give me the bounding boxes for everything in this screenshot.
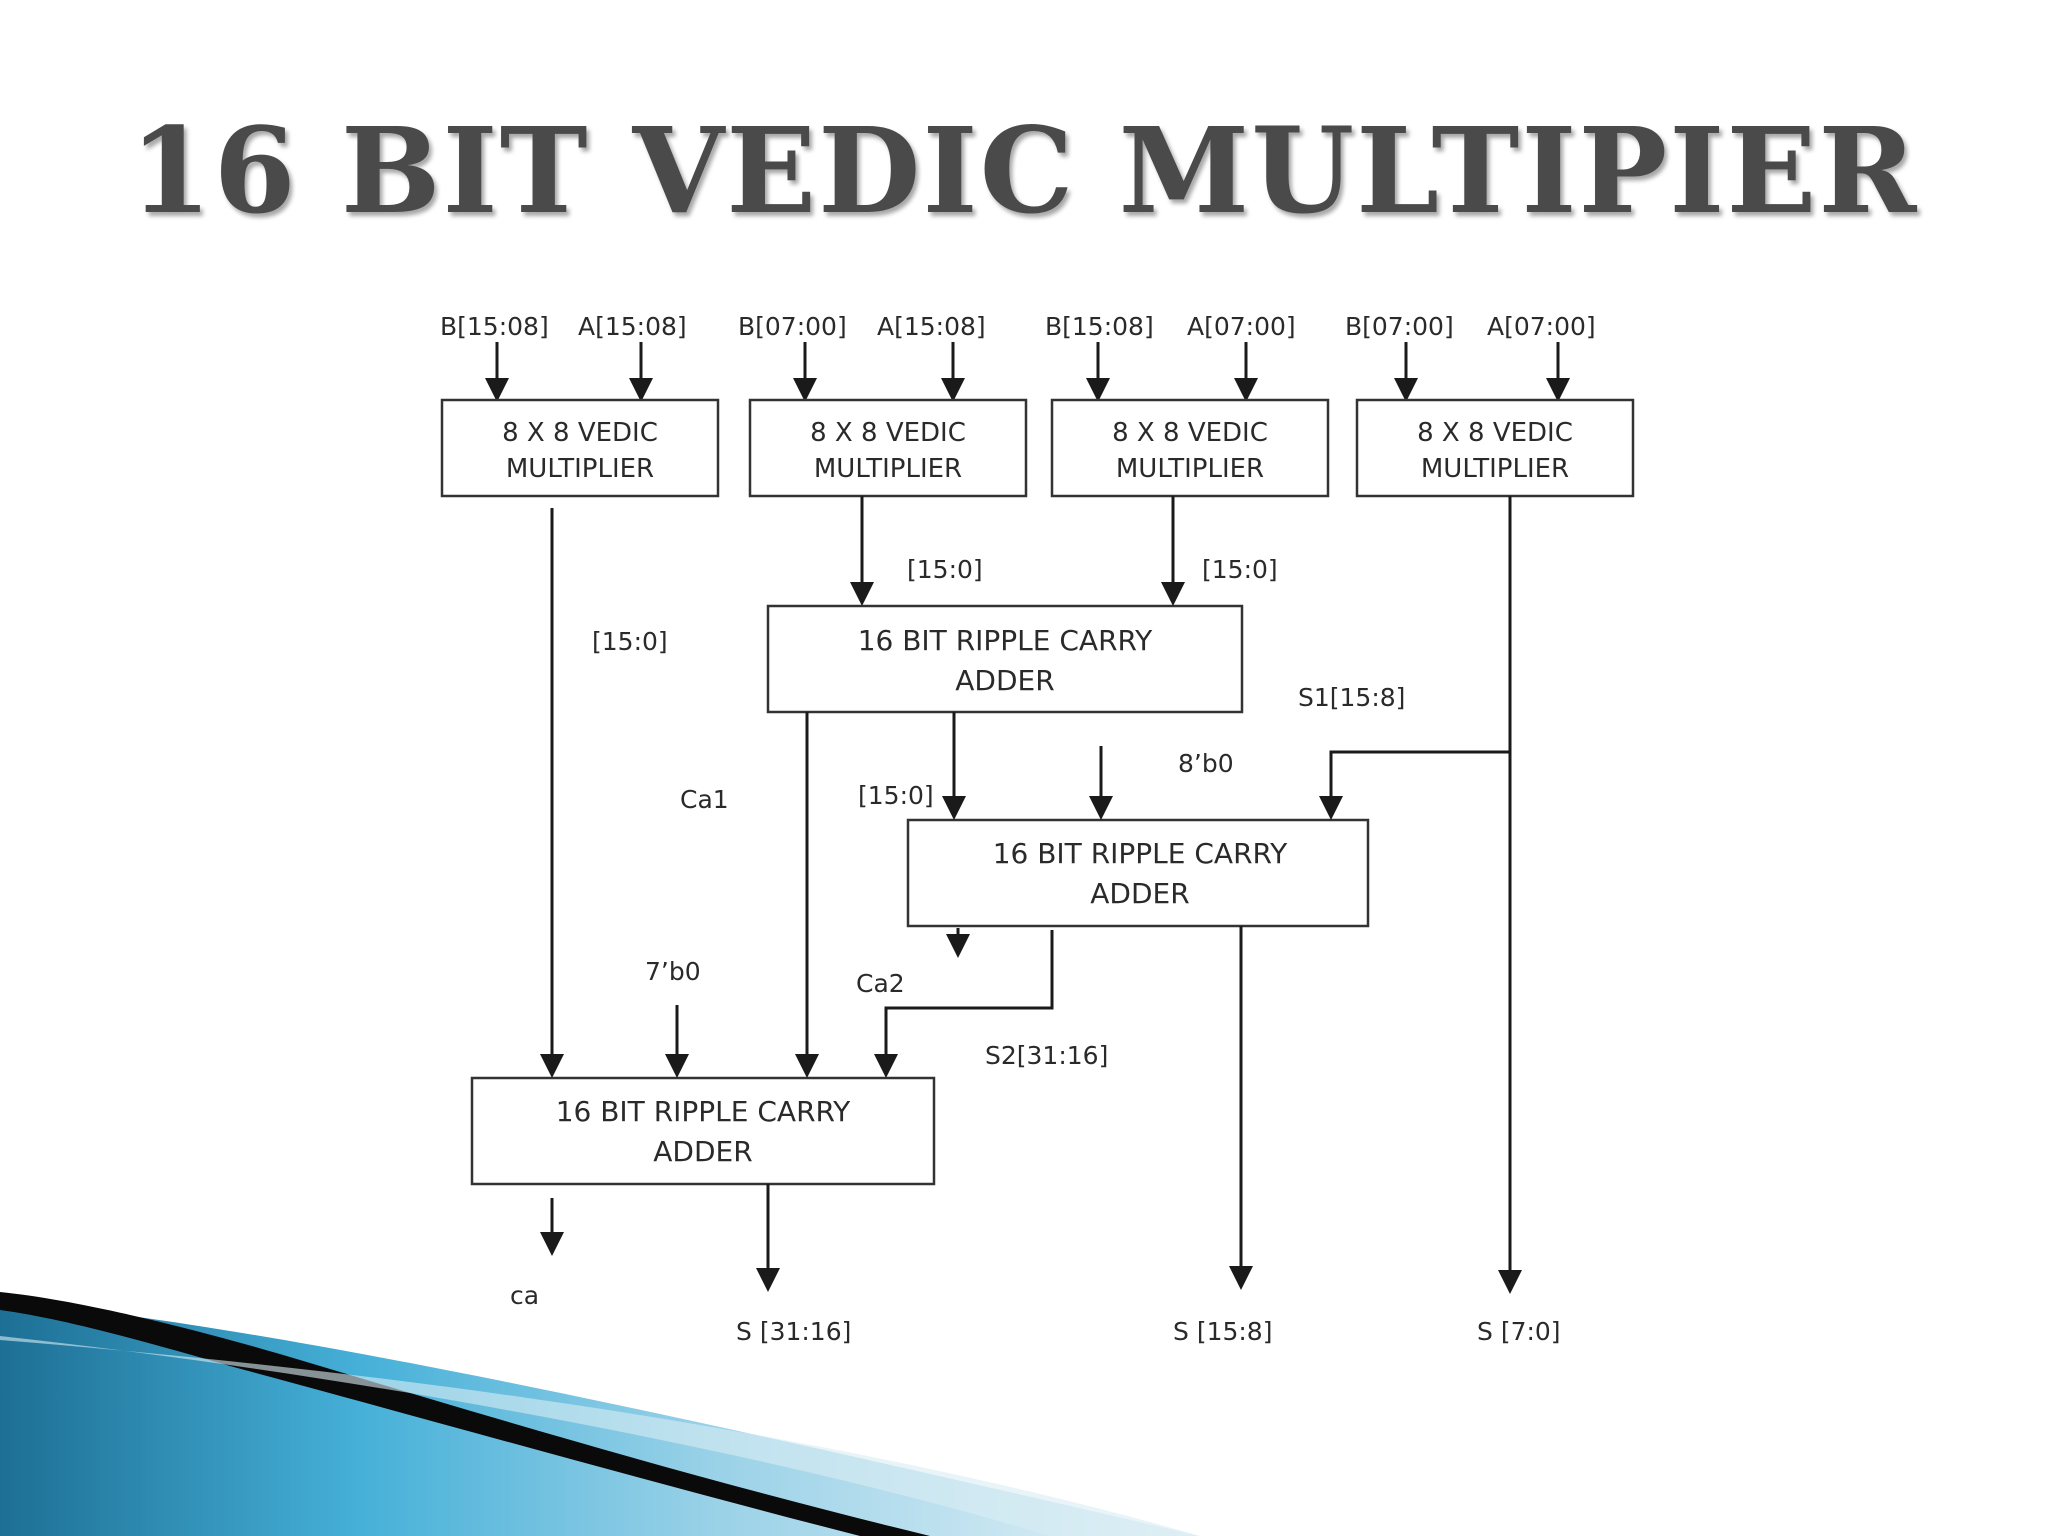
adder-3-line2: ADDER (653, 1135, 752, 1168)
adder-box-3 (470, 1076, 936, 1186)
multiplier-3-line2: MULTIPLIER (1116, 454, 1264, 484)
multiplier-box-1 (440, 398, 720, 498)
input-b-2: B[07:00] (738, 312, 847, 341)
input-a-4: A[07:00] (1487, 312, 1596, 341)
adder-2-line1: 16 BIT RIPPLE CARRY (993, 837, 1288, 870)
input-a-2: A[15:08] (877, 312, 986, 341)
adder-box-1 (766, 604, 1244, 714)
multiplier-4-line2: MULTIPLIER (1421, 454, 1569, 484)
multiplier-1-line1: 8 X 8 VEDIC (502, 418, 658, 448)
adder-box-2 (906, 818, 1370, 928)
output-s-mid: S [15:8] (1173, 1317, 1272, 1346)
multiplier-1-line2: MULTIPLIER (506, 454, 654, 484)
wire-ca2-adder3 (874, 930, 1054, 1078)
multiplier-3-line1: 8 X 8 VEDIC (1112, 418, 1268, 448)
multiplier-box-2 (748, 398, 1028, 498)
label-ca1: Ca1 (680, 785, 729, 814)
input-b-4: B[07:00] (1345, 312, 1454, 341)
label-m1-out: [15:0] (592, 627, 668, 656)
label-m2-out: [15:0] (907, 555, 983, 584)
label-s1: S1[15:8] (1298, 683, 1405, 712)
input-b-3: B[15:08] (1045, 312, 1154, 341)
adder-1-line1: 16 BIT RIPPLE CARRY (858, 624, 1153, 657)
multiplier-box-4 (1355, 398, 1635, 498)
input-b-1: B[15:08] (440, 312, 549, 341)
output-s-lo: S [7:0] (1477, 1317, 1561, 1346)
output-s-hi: S [31:16] (736, 1317, 851, 1346)
wire-s1-adder2 (1319, 750, 1510, 820)
multiplier-4-line1: 8 X 8 VEDIC (1417, 418, 1573, 448)
input-a-3: A[07:00] (1187, 312, 1296, 341)
label-adder1-out: [15:0] (858, 781, 934, 810)
label-m3-out: [15:0] (1202, 555, 1278, 584)
label-ca2: Ca2 (856, 969, 905, 998)
adder-3-line1: 16 BIT RIPPLE CARRY (556, 1095, 851, 1128)
multiplier-2-line1: 8 X 8 VEDIC (810, 418, 966, 448)
slide-title: 16 BIT VEDIC MULTIPIER (129, 101, 1919, 240)
adder-1-line2: ADDER (955, 664, 1054, 697)
label-zero8: 8’b0 (1178, 749, 1234, 778)
label-zero7: 7’b0 (645, 957, 701, 986)
label-s2: S2[31:16] (985, 1041, 1108, 1070)
output-ca: ca (510, 1281, 539, 1310)
input-a-1: A[15:08] (578, 312, 687, 341)
adder-2-line2: ADDER (1090, 877, 1189, 910)
multiplier-2-line2: MULTIPLIER (814, 454, 962, 484)
multiplier-box-3 (1050, 398, 1330, 498)
